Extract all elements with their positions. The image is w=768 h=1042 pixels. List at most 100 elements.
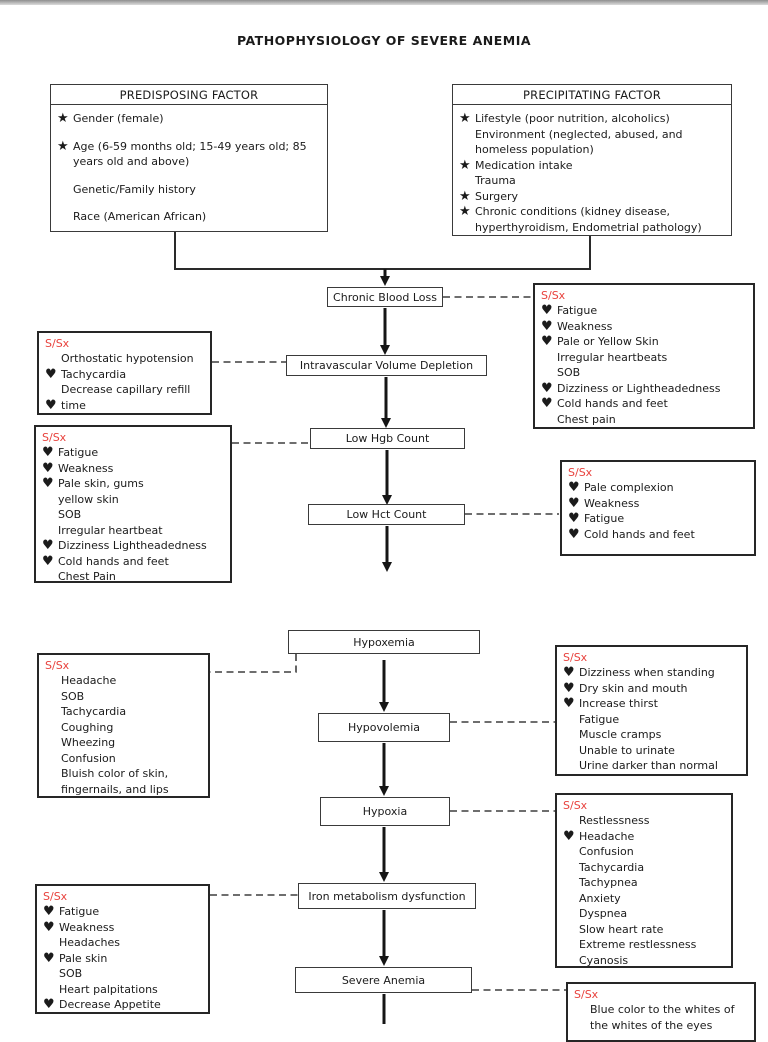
list-item: Blue color to the whites of the whites o… xyxy=(574,1002,750,1033)
arrowhead-icon xyxy=(379,702,389,712)
sx-items: ♥Pale complexion♥Weakness♥Fatigue♥Cold h… xyxy=(568,480,750,542)
list-item-text: Gender (female) xyxy=(73,112,164,125)
list-item: Environment (neglected, abused, and home… xyxy=(459,127,727,158)
sx-box-chronic-blood-loss: S/Sx ♥Fatigue♥Weakness♥Pale or Yellow Sk… xyxy=(533,283,755,429)
heart-icon: ♥ xyxy=(563,828,575,844)
sx-label: S/Sx xyxy=(563,799,588,812)
list-item: Headache xyxy=(45,673,204,689)
list-item: ♥ Headache xyxy=(563,829,727,845)
node-low-hgb-count: Low Hgb Count xyxy=(310,428,465,449)
node-chronic-blood-loss: Chronic Blood Loss xyxy=(327,287,443,307)
list-item: yellow skin xyxy=(42,492,226,508)
list-item-text: Surgery xyxy=(475,189,519,203)
list-item: Chest Pain xyxy=(42,569,226,585)
heart-icon: ♥ xyxy=(45,366,57,382)
predisposing-factor-box: PREDISPOSING FACTOR ★Gender (female)★Age… xyxy=(50,84,328,232)
list-item: Wheezing xyxy=(45,735,204,751)
list-item-text: Unable to urinate xyxy=(579,743,675,757)
node-hypovolemia: Hypovolemia xyxy=(318,713,450,742)
list-item: Confusion xyxy=(563,844,727,860)
list-item: ★Surgery xyxy=(459,189,727,205)
list-item: ♥Cold hands and feet xyxy=(568,527,750,543)
heart-icon: ♥ xyxy=(541,396,553,411)
list-item: ♥Fatigue xyxy=(541,303,749,319)
sx-label: S/Sx xyxy=(42,431,67,444)
list-item-text: Race (American African) xyxy=(73,210,207,223)
node-label: Low Hgb Count xyxy=(345,432,430,445)
list-item-text: Fatigue xyxy=(59,905,100,918)
sx-label: S/Sx xyxy=(574,988,599,1001)
list-item-text: Pale or Yellow Skin xyxy=(557,335,659,348)
list-item: Race (American African) xyxy=(57,209,323,225)
predisposing-factor-items: ★Gender (female)★Age (6-59 months old; 1… xyxy=(51,105,327,225)
list-item: Genetic/Family history xyxy=(57,182,323,198)
list-item: Tachycardia xyxy=(45,704,204,720)
list-item: SOB xyxy=(42,507,226,523)
flow-arrows xyxy=(379,269,392,1024)
list-item: Restlessness xyxy=(563,813,727,829)
node-intravascular-volume-depletion: Intravascular Volume Depletion xyxy=(286,355,487,376)
sx-box-hypovolemia: S/Sx ♥Dizziness when standing♥Dry skin a… xyxy=(555,645,748,776)
sx-box-low-hct: S/Sx ♥Pale complexion♥Weakness♥Fatigue♥C… xyxy=(560,460,756,556)
list-item: Slow heart rate xyxy=(563,922,727,938)
list-item: ♥Pale skin, gums xyxy=(42,476,226,492)
list-item-text: Pale complexion xyxy=(584,481,674,494)
heart-icon: ♥ xyxy=(568,526,580,542)
sx-box-severe-anemia: S/Sx Blue color to the whites of the whi… xyxy=(566,982,756,1042)
list-item-text: Tachycardia xyxy=(61,705,127,718)
arrowhead-icon xyxy=(380,345,390,355)
list-item: ♥Dizziness Lightheadedness xyxy=(42,538,226,554)
list-item-text: Heart palpitations xyxy=(59,982,158,996)
list-item: Anxiety xyxy=(563,891,727,907)
list-item-text: Cold hands and feet xyxy=(557,397,668,410)
sx-label: S/Sx xyxy=(45,337,70,350)
list-item: Decrease capillary refill xyxy=(45,382,206,398)
sx-label: S/Sx xyxy=(541,289,566,302)
list-item-text: Headache xyxy=(579,829,635,843)
arrowhead-icon xyxy=(382,562,392,572)
list-item-text: Dizziness Lightheadedness xyxy=(58,539,207,552)
arrowhead-icon xyxy=(379,872,389,882)
list-item: ♥Dizziness when standing xyxy=(563,665,742,681)
scan-edge-strip xyxy=(0,0,768,5)
list-item: SOB xyxy=(45,689,204,705)
list-item-text: Lifestyle (poor nutrition, alcoholics) xyxy=(475,112,670,125)
list-item-text: Muscle cramps xyxy=(579,728,662,741)
list-item: SOB xyxy=(43,966,204,982)
list-item-text: Environment (neglected, abused, and home… xyxy=(475,127,683,157)
arrowhead-icon xyxy=(381,418,391,428)
list-item-text: Cyanosis xyxy=(579,953,629,967)
list-item: Trauma xyxy=(459,173,727,189)
list-item: ★Medication intake xyxy=(459,158,727,174)
list-item: Tachycardia xyxy=(563,860,727,876)
list-item-text: Headache xyxy=(61,674,117,687)
list-item-text: Dizziness or Lightheadedness xyxy=(557,381,721,395)
precipitating-factor-items: ★Lifestyle (poor nutrition, alcoholics)E… xyxy=(453,105,731,235)
list-item-text: SOB xyxy=(59,967,83,980)
list-item: ♥Weakness xyxy=(43,920,204,936)
heart-icon: ♥ xyxy=(42,553,54,569)
list-item: Dyspnea xyxy=(563,906,727,922)
list-item: ♥Fatigue xyxy=(42,445,226,461)
list-item-text: Extreme restlessness xyxy=(579,938,697,951)
heart-icon: ♥ xyxy=(42,445,54,460)
heart-icon: ♥ xyxy=(42,460,54,476)
list-item: ♥Increase thirst xyxy=(563,696,742,712)
list-item: ♥ Pale complexion xyxy=(568,480,750,496)
list-item: ♥Weakness xyxy=(42,461,226,477)
node-low-hct-count: Low Hct Count xyxy=(308,504,465,525)
list-item: ♥Dry skin and mouth xyxy=(563,681,742,697)
list-item-text: Chest Pain xyxy=(58,570,116,583)
list-item: Confusion xyxy=(45,751,204,767)
list-item: ♥time xyxy=(45,398,206,414)
sx-label: S/Sx xyxy=(43,890,68,903)
list-item: ♥Fatigue xyxy=(43,904,204,920)
list-item-text: Pale skin xyxy=(59,951,108,965)
list-item: Cyanosis xyxy=(563,953,727,969)
heart-icon: ♥ xyxy=(568,480,580,495)
